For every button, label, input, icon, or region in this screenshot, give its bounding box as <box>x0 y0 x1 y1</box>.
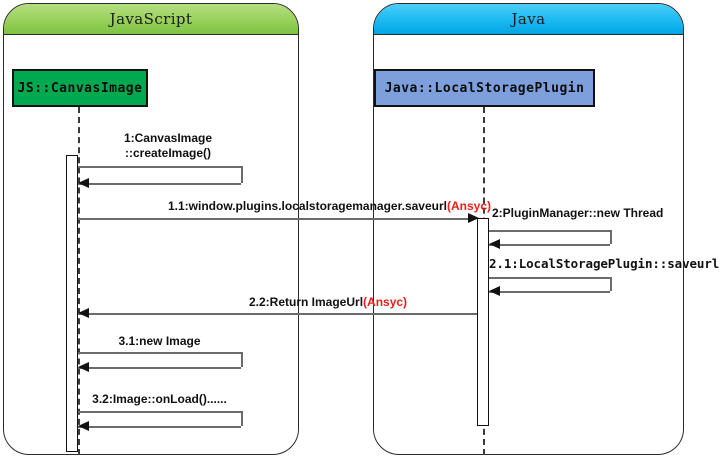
message-1-label: 1:CanvasImage ::createImage() <box>78 131 258 161</box>
message-2-label-text: 2:PluginManager::new Thread <box>492 206 664 220</box>
message-3-1-arrowhead <box>78 362 89 372</box>
message-3-2-line-drop <box>241 411 243 426</box>
lifeline-box-js-canvasimage-label: JS::CanvasImage <box>17 80 143 96</box>
message-2-label: 2:PluginManager::new Thread <box>492 206 663 221</box>
message-1-line-back <box>78 183 241 185</box>
message-1-label-line2: ::createImage() <box>124 146 212 160</box>
activation-bar-java <box>477 218 489 426</box>
lifeline-js <box>78 107 80 455</box>
message-2-1-label: 2.1:LocalStoragePlugin::saveurl <box>489 256 719 271</box>
frame-java: Java <box>373 3 684 455</box>
message-2-2-line <box>78 313 477 315</box>
message-2-line-drop <box>610 230 612 244</box>
message-3-2-label: 3.2:Image::onLoad()...... <box>78 392 241 407</box>
message-2-2-label-text: 2.2:Return ImageUrl <box>249 295 364 309</box>
message-3-1-line-back <box>78 367 241 369</box>
message-1-1-label: 1.1:window.plugins.localstoragemanager.s… <box>168 199 491 214</box>
frame-javascript-title: JavaScript <box>109 10 193 28</box>
lifeline-box-js-canvasimage[interactable]: JS::CanvasImage <box>12 69 148 107</box>
message-3-1-line-drop <box>241 352 243 367</box>
message-2-1-arrowhead <box>489 286 500 296</box>
message-2-line-out <box>489 230 610 232</box>
message-2-2-arrowhead <box>78 308 89 318</box>
message-1-line-drop <box>241 166 243 183</box>
frame-java-header: Java <box>374 4 683 35</box>
lifeline-box-java-localstorageplugin[interactable]: Java::LocalStoragePlugin <box>374 69 595 107</box>
message-1-label-line1: 1:CanvasImage <box>123 131 213 145</box>
message-1-arrowhead <box>78 178 89 188</box>
message-3-1-label-text: 3.1:new Image <box>118 334 201 348</box>
message-3-2-arrowhead <box>78 421 89 431</box>
message-1-1-line <box>78 218 470 220</box>
message-2-2-async-tag: (Ansyc) <box>363 295 408 309</box>
frame-java-title: Java <box>511 10 546 28</box>
message-3-2-line-out <box>78 411 241 413</box>
frame-javascript-header: JavaScript <box>4 4 298 35</box>
message-2-arrowhead <box>489 239 500 249</box>
message-1-1-arrowhead <box>468 213 479 223</box>
message-2-2-label: 2.2:Return ImageUrl(Ansyc) <box>249 295 407 310</box>
message-3-1-line-out <box>78 352 241 354</box>
message-2-1-line-drop <box>610 277 612 291</box>
activation-bar-js <box>66 155 78 452</box>
message-3-1-label: 3.1:new Image <box>78 334 241 349</box>
message-2-1-line-back <box>489 291 610 293</box>
message-3-2-label-text: 3.2:Image::onLoad()...... <box>92 392 227 406</box>
lifeline-box-java-localstorageplugin-label: Java::LocalStoragePlugin <box>384 80 585 96</box>
message-2-1-label-text: 2.1:LocalStoragePlugin::saveurl <box>489 256 720 271</box>
message-1-line-out <box>78 166 241 168</box>
message-1-1-async-tag: (Ansyc) <box>446 199 491 213</box>
message-2-1-line-out <box>489 277 610 279</box>
message-1-1-label-text: 1.1:window.plugins.localstoragemanager.s… <box>168 199 447 213</box>
message-3-2-line-back <box>78 426 241 428</box>
message-2-line-back <box>489 244 610 246</box>
